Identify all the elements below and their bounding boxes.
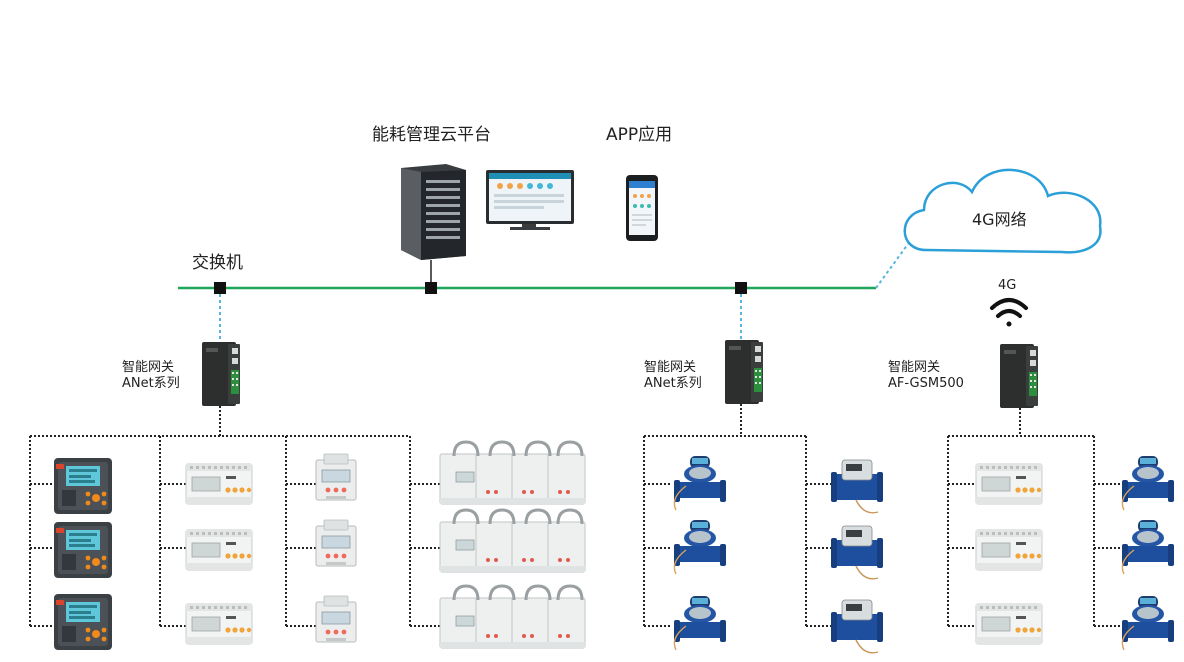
- switch-node: [425, 282, 437, 294]
- gateway-right-model-label: AF-GSM500: [888, 376, 964, 391]
- water-meter-icon: [1121, 519, 1175, 575]
- water-meter-icon: [673, 519, 727, 575]
- left-bus-tree: [29, 406, 440, 627]
- panel-meter-icon: [54, 594, 112, 650]
- water-meter-icon: [1121, 455, 1175, 511]
- monitor-icon: [486, 170, 574, 230]
- water-meter-icon: [673, 595, 727, 651]
- switch-node: [735, 282, 747, 294]
- mid-bus-tree: [643, 404, 832, 627]
- multi-circuit-meter-icon: [438, 584, 587, 650]
- panel-meter-icon: [54, 458, 112, 514]
- gateway-right-type-label: 智能网关: [888, 360, 941, 375]
- din-meter-icon: [185, 463, 253, 505]
- gateway-anet-mid-icon: [725, 340, 763, 404]
- single-phase-meter-icon: [315, 519, 357, 567]
- platform-label: 能耗管理云平台: [372, 125, 491, 145]
- wifi-signal-icon: [990, 298, 1028, 327]
- water-meter-icon: [673, 455, 727, 511]
- electronic-water-meter-icon: [830, 525, 884, 580]
- gateway-mid-model-label: ANet系列: [644, 376, 702, 391]
- panel-meter-icon: [54, 522, 112, 578]
- gateway-mid-type-label: 智能网关: [644, 360, 697, 375]
- signal-4g-label: 4G: [998, 278, 1017, 293]
- gateway-left-model-label: ANet系列: [122, 376, 180, 391]
- din-meter-icon: [975, 529, 1043, 571]
- din-meter-icon: [975, 603, 1043, 645]
- network-4g-label: 4G网络: [972, 210, 1027, 229]
- electronic-water-meter-icon: [830, 459, 884, 514]
- din-meter-icon: [185, 529, 253, 571]
- smartphone-icon: [626, 175, 658, 241]
- din-meter-icon: [185, 603, 253, 645]
- gateway-gsm500-icon: [1000, 344, 1038, 408]
- gateway-left-type-label: 智能网关: [122, 360, 175, 375]
- multi-circuit-meter-icon: [438, 508, 587, 574]
- gateway-anet-left-icon: [202, 342, 240, 406]
- water-meter-icon: [1121, 595, 1175, 651]
- cloud-link-line: [875, 243, 909, 289]
- app-label: APP应用: [606, 125, 673, 145]
- single-phase-meter-icon: [315, 595, 357, 643]
- server-tower-icon: [401, 164, 466, 260]
- cloud-4g-icon: [903, 168, 1102, 254]
- din-meter-icon: [975, 463, 1043, 505]
- single-phase-meter-icon: [315, 453, 357, 501]
- electronic-water-meter-icon: [830, 599, 884, 654]
- switch-node: [214, 282, 226, 294]
- switch-label: 交换机: [192, 253, 243, 273]
- right-bus-tree: [947, 408, 1122, 627]
- multi-circuit-meter-icon: [438, 440, 587, 506]
